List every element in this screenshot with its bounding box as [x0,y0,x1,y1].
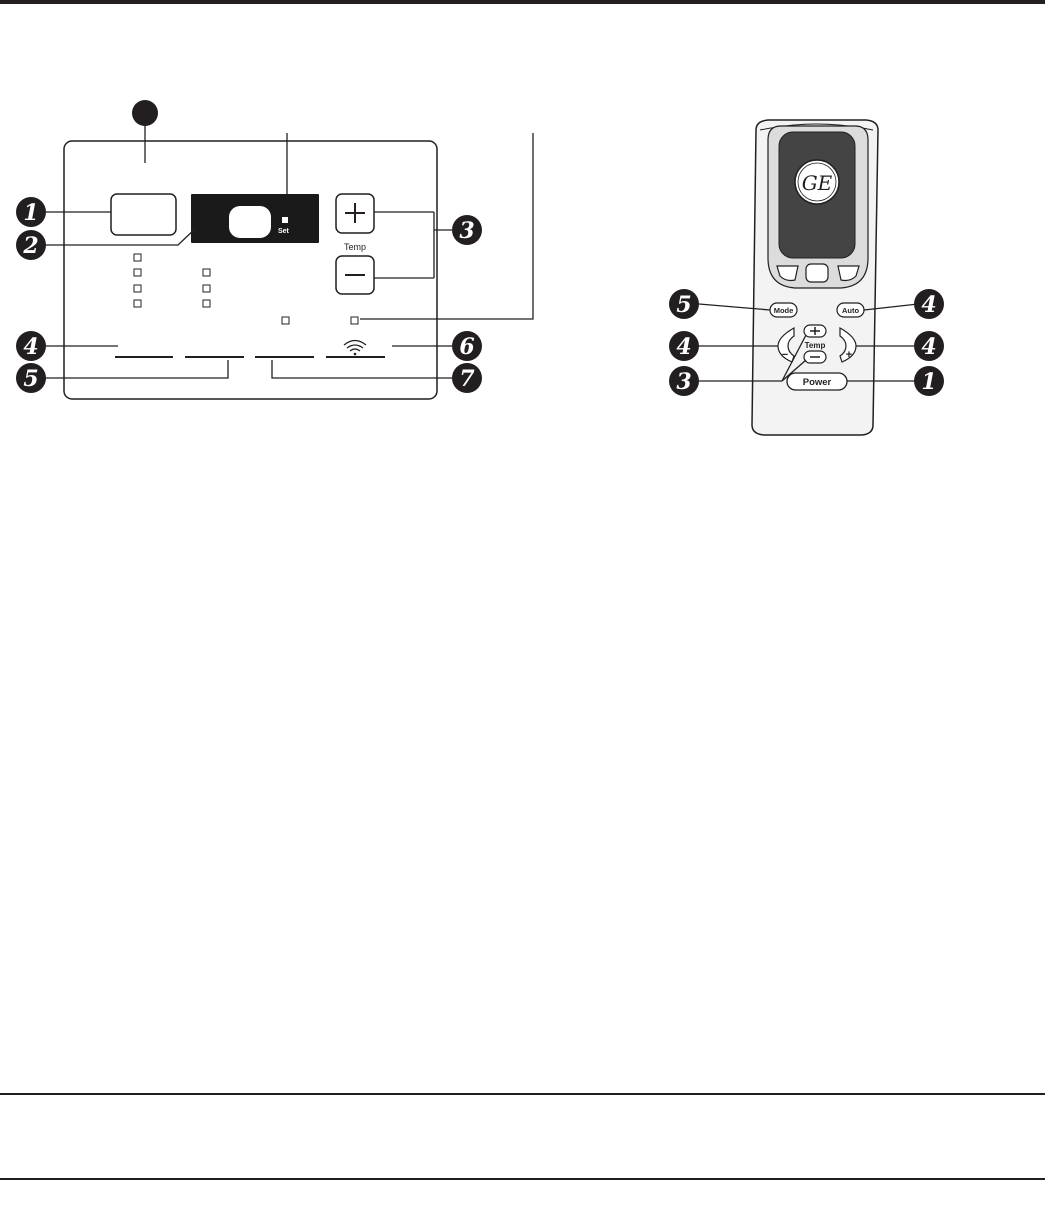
bottom-rule-lower [0,1178,1045,1180]
set-label: Set [278,228,290,235]
remote-plus-label: + [846,349,852,361]
ge-logo-icon: GE [794,159,840,205]
bottom-rule-upper [0,1093,1045,1095]
svg-text:5: 5 [23,366,38,392]
fan-indicator-3 [202,299,211,308]
filter-indicator [350,316,359,325]
svg-text:2: 2 [22,233,38,259]
svg-text:4: 4 [921,292,936,318]
timer-indicator [281,316,290,325]
svg-text:7: 7 [459,366,475,392]
panel-callout-2: 2 [16,230,46,260]
remote-callout-4-right: 4 [914,331,944,361]
remote-minus-label: − [782,349,788,361]
remote-leader-lines [698,303,919,382]
svg-text:3: 3 [676,369,691,395]
panel-callout-7: 7 [452,363,482,393]
temp-label: Temp [344,242,366,252]
remote-control: GE Mode Auto − + Temp Power [669,119,944,436]
remote-small-button-left[interactable] [776,265,799,282]
mode-indicator-3 [133,284,142,293]
remote-fan-minus-button[interactable] [777,326,795,363]
panel-callout-4: 4 [16,331,46,361]
remote-callout-5: 5 [669,289,699,319]
panel-outline [63,140,438,400]
remote-mode-label: Mode [774,306,794,315]
remote-fan-plus-button[interactable] [839,326,857,363]
mode-indicator-2 [133,268,142,277]
panel-callout-3: 3 [452,215,482,245]
svg-text:1: 1 [921,369,936,395]
top-rule [0,0,1045,4]
mode-indicator-1 [133,253,142,262]
remote-callout-3: 3 [669,366,699,396]
fan-indicator-1 [202,268,211,277]
svg-text:6: 6 [459,334,474,360]
svg-text:4: 4 [676,334,691,360]
power-button[interactable] [110,193,177,236]
svg-text:1: 1 [23,200,38,226]
panel-leader-lines [45,125,534,379]
remote-small-button-center[interactable] [805,263,829,283]
svg-text:3: 3 [459,218,474,244]
svg-text:4: 4 [23,334,38,360]
wifi-icon [343,339,367,356]
set-indicator-light [282,217,288,223]
panel-callout-5: 5 [16,363,46,393]
panel-callout-6: 6 [452,331,482,361]
remote-temp-label: Temp [805,341,826,350]
svg-text:4: 4 [921,334,936,360]
remote-callout-4-left: 4 [669,331,699,361]
remote-auto-label: Auto [842,306,859,315]
svg-text:GE: GE [802,171,833,195]
svg-text:5: 5 [676,292,691,318]
remote-power-label: Power [803,377,832,388]
control-panel: Set Temp [16,100,534,400]
display-digits-window [229,206,271,238]
panel-callout-unnumbered [132,100,158,126]
fan-indicator-2 [202,284,211,293]
panel-callout-1: 1 [16,197,46,227]
remote-callout-4-top-right: 4 [914,289,944,319]
remote-small-button-right[interactable] [837,265,860,282]
remote-callout-1: 1 [914,366,944,396]
mode-indicator-4 [133,299,142,308]
